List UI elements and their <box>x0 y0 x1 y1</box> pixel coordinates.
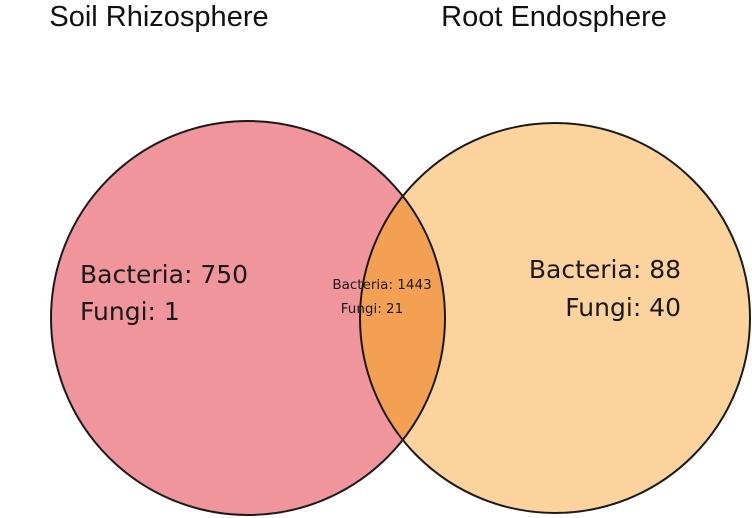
intersection-bacteria-count: Bacteria: 1443 <box>332 277 431 293</box>
left-set-title: Soil Rhizosphere <box>49 1 268 33</box>
right-set-title: Root Endosphere <box>441 1 667 33</box>
left-fungi-count: Fungi: 1 <box>80 297 180 326</box>
left-set-outline <box>50 120 446 516</box>
right-fungi-count: Fungi: 40 <box>565 293 681 322</box>
intersection-fungi-count: Fungi: 21 <box>341 301 403 317</box>
right-set-circle <box>360 123 750 513</box>
right-set-outline <box>359 122 751 514</box>
right-bacteria-count: Bacteria: 88 <box>529 255 681 284</box>
left-bacteria-count: Bacteria: 750 <box>80 260 248 289</box>
left-set-circle <box>51 121 445 515</box>
